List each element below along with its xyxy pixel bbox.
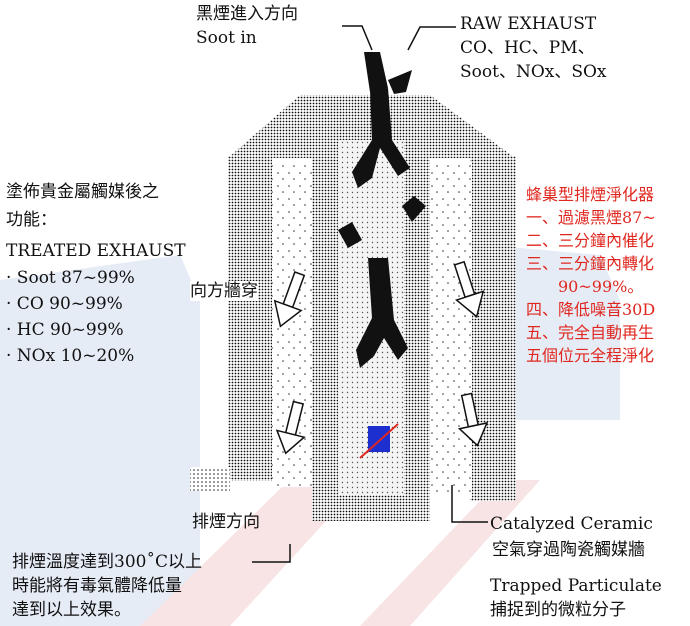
treated-item: · Soot 87~99% (6, 268, 135, 288)
feature-title: 蜂巢型排煙淨化器 (526, 185, 655, 204)
flow-arrow-outer-right (453, 260, 485, 318)
catalyzed-ceramic-en: Catalyzed Ceramic (490, 514, 653, 534)
raw-exhaust-title: RAW EXHAUST (460, 14, 597, 34)
inner-wall-left (312, 120, 338, 500)
soot-particle-2 (338, 222, 362, 248)
catalyst-cell-slash (359, 423, 399, 459)
treated-item: · CO 90~99% (6, 294, 123, 314)
feature-item: 四、降低噪音30D (526, 300, 656, 319)
temp-note-line1: 排煙溫度達到300˚C以上 (12, 552, 202, 572)
feature-item: 五個位元全程淨化 (526, 346, 655, 365)
flow-arrow-bottom-right (457, 392, 489, 447)
exhaust-direction-label: 排煙方向 (192, 512, 260, 532)
soot-particle-1 (402, 196, 426, 222)
feature-item: 五、完全自動再生 (526, 323, 655, 342)
outer-wall-right (470, 156, 516, 501)
wall-flow-label: 向方牆穿 (190, 281, 258, 302)
treated-title-cn-2: 功能： (6, 210, 57, 230)
flow-arrow-bottom-left (275, 400, 306, 455)
catalyzed-ceramic-cn: 空氣穿過陶瓷觸媒牆 (492, 540, 645, 560)
temp-note-line3: 達到以上效果。 (12, 600, 131, 620)
inner-wall-right (404, 120, 430, 515)
leader-raw-exhaust (407, 26, 456, 51)
soot-in-label-cn: 黑煙進入方向 (196, 4, 298, 24)
treated-title-en: TREATED EXHAUST (6, 241, 186, 261)
leader-soot-in (342, 25, 373, 51)
feature-item: 三、三分鐘內轉化 (526, 254, 655, 273)
trapped-particulate-cn: 捕捉到的微粒分子 (490, 600, 626, 620)
watermark-stroke-red-2 (360, 480, 540, 626)
leader-catalyzed-ceramic (451, 485, 488, 523)
soot-in-arrow-left (364, 52, 388, 92)
feature-item: 一、過濾黑煙87~ (526, 208, 656, 227)
feature-item: 90~99%。 (526, 277, 644, 296)
treated-title-cn-1: 塗佈貴金屬觸媒後之 (6, 182, 159, 202)
temp-note-line2: 時能將有毒氣體降低量 (12, 576, 182, 596)
soot-stream-upper (352, 88, 410, 188)
outlet-plug (190, 467, 230, 491)
soot-in-arrow-right (388, 70, 412, 94)
feature-item: 二、三分鐘內催化 (526, 231, 655, 250)
treated-item: · HC 90~99% (6, 320, 124, 340)
soot-stream-lower (356, 258, 408, 368)
soot-in-label-en: Soot in (196, 28, 257, 48)
raw-exhaust-line2: Soot、NOx、SOx (460, 62, 607, 82)
trapped-particulate-en: Trapped Particulate (490, 576, 662, 596)
raw-exhaust-line1: CO、HC、PM、 (460, 38, 595, 58)
leader-temp-note (252, 544, 291, 563)
outer-channel-right (430, 162, 472, 497)
watermark-shape-left (0, 255, 200, 626)
treated-item: · NOx 10~20% (6, 346, 135, 366)
bottom-plug-center (312, 495, 430, 521)
flow-arrow-outer-left (273, 271, 306, 328)
outer-wall-left (228, 156, 272, 481)
honeycomb-filter-features: 蜂巢型排煙淨化器 一、過濾黑煙87~ 二、三分鐘內催化 三、三分鐘內轉化 90~… (526, 183, 690, 367)
